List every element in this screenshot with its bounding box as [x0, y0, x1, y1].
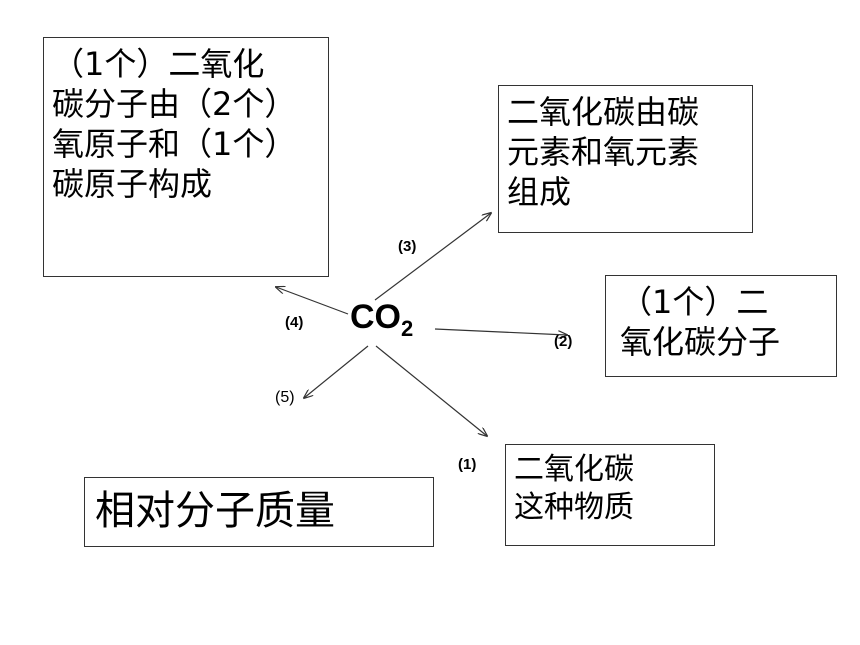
box-structure-line-4: 碳原子构成	[52, 165, 213, 203]
arrow-label-3: (3)	[398, 238, 417, 255]
co2-formula-subscript: 2	[401, 316, 414, 341]
box-elements-line-3: 组成	[507, 173, 572, 211]
box-element-composition: 二氧化碳由碳 元素和氧元素 组成	[498, 85, 753, 233]
box-molecule-line-1: （1个）二	[620, 283, 769, 321]
box-molecule-line-2: 氧化碳分子	[620, 323, 781, 361]
arrow-label-1: (1)	[458, 456, 477, 473]
box-elements-line-2: 元素和氧元素	[507, 133, 700, 171]
box-molecular-structure: （1个）二氧化 碳分子由（2个） 氧原子和（1个） 碳原子构成	[43, 37, 329, 277]
arrow-3	[374, 213, 491, 301]
box-one-molecule: （1个）二 氧化碳分子	[605, 275, 837, 377]
box-relative-molecular-mass: 相对分子质量	[84, 477, 434, 547]
box-substance-line-1: 二氧化碳	[514, 452, 634, 487]
box-substance: 二氧化碳 这种物质	[505, 444, 715, 546]
arrow-5	[304, 345, 369, 398]
arrow-4	[276, 287, 349, 315]
arrow-label-2: (2)	[554, 333, 573, 350]
box-structure-line-1: （1个）二氧化	[52, 45, 265, 83]
arrow-2	[434, 328, 567, 335]
co2-formula-main: CO	[350, 298, 401, 336]
co2-formula: CO2	[350, 298, 413, 342]
box-structure-line-3: 氧原子和（1个）	[52, 125, 297, 163]
box-structure-line-2: 碳分子由（2个）	[52, 85, 297, 123]
box-substance-line-2: 这种物质	[514, 489, 634, 525]
box-elements-line-1: 二氧化碳由碳	[507, 93, 700, 131]
box-mass-line-1: 相对分子质量	[95, 488, 335, 534]
arrow-label-4: (4)	[285, 314, 304, 331]
arrow-1	[375, 345, 487, 436]
arrow-label-5: (5)	[275, 389, 295, 406]
